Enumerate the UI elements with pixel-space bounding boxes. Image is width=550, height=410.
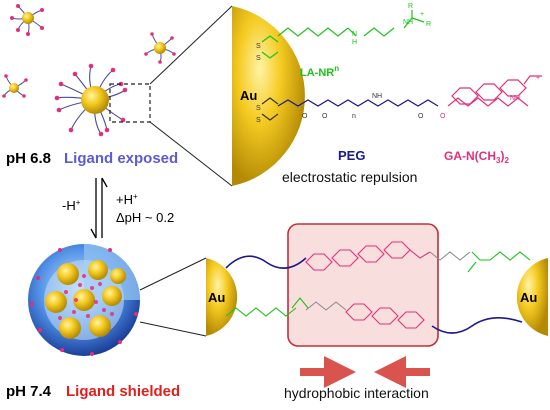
au-label-left: Au	[208, 290, 225, 305]
au-label-top: Au	[240, 88, 257, 103]
zoom-top-panel: Au S S N H NH + R R LA-NRn	[232, 3, 542, 186]
peg-chain-lower	[431, 317, 523, 334]
protonation-label: +H+	[116, 192, 138, 207]
gold-surface-top	[232, 6, 305, 186]
svg-text:N: N	[352, 31, 357, 38]
zoom-selection-box	[109, 83, 151, 123]
ga-upper	[305, 241, 431, 271]
gold-surface-right	[516, 258, 548, 336]
la-nr-label: LA-NRn	[300, 64, 339, 79]
deprotonation-label: -H+	[62, 198, 81, 213]
inner-gold-particles	[45, 260, 126, 339]
svg-text:O: O	[440, 113, 446, 120]
ga-lower	[345, 303, 425, 329]
zoom-line-top	[149, 5, 233, 85]
zoom-bottom-panel: Au Au	[206, 223, 548, 401]
ligand-shielded-label: Ligand shielded	[66, 383, 180, 400]
ph-shielded-label: pH 7.4	[6, 383, 52, 400]
svg-text:+: +	[536, 75, 540, 82]
peg-chain-upper	[225, 255, 307, 269]
la-nr-ligand	[261, 10, 425, 59]
svg-text:O: O	[418, 113, 424, 120]
svg-text:R: R	[426, 21, 431, 28]
hydrophobic-interaction-label: hydrophobic interaction	[284, 385, 429, 401]
zoom-line-bottom	[149, 121, 233, 187]
gold-surface-left	[206, 258, 238, 336]
svg-text:H: H	[352, 39, 357, 46]
svg-text:O: O	[322, 113, 328, 120]
svg-text:S: S	[256, 105, 261, 112]
small-nanoparticle-left	[2, 74, 28, 98]
svg-text:NH: NH	[510, 95, 520, 102]
svg-text:NH: NH	[403, 19, 413, 26]
small-nanoparticle-right	[144, 32, 176, 64]
ligand-shielded-assembly	[28, 244, 140, 356]
svg-text:S: S	[256, 117, 261, 124]
svg-text:R: R	[408, 3, 413, 10]
small-nanoparticle-top	[10, 4, 44, 36]
svg-text:+: +	[420, 11, 424, 18]
hydrophobic-interaction-box	[287, 223, 439, 347]
svg-text:O: O	[302, 113, 308, 120]
electrostatic-repulsion-label: electrostatic repulsion	[282, 169, 417, 185]
svg-text:S: S	[256, 43, 261, 50]
ligand-exposed-nanoparticle	[54, 63, 128, 137]
svg-text:S: S	[256, 55, 261, 62]
zoom-line-shielded-top	[139, 257, 207, 291]
zoom-line-shielded-bottom	[139, 321, 207, 337]
peg-label: PEG	[338, 148, 365, 163]
ga-label: GA-N(CH3)2	[444, 149, 509, 165]
svg-text:NH: NH	[372, 93, 382, 100]
ligand-exposed-label: Ligand exposed	[64, 150, 178, 167]
peg-ga-ligand	[261, 75, 542, 121]
equilibrium-arrows	[90, 177, 108, 239]
svg-text:n: n	[352, 113, 356, 120]
ph-exposed-label: pH 6.8	[6, 150, 51, 167]
la-upper	[467, 251, 531, 273]
delta-ph-label: ΔpH ~ 0.2	[116, 210, 174, 225]
la-lower	[225, 297, 309, 317]
au-label-right: Au	[520, 290, 537, 305]
